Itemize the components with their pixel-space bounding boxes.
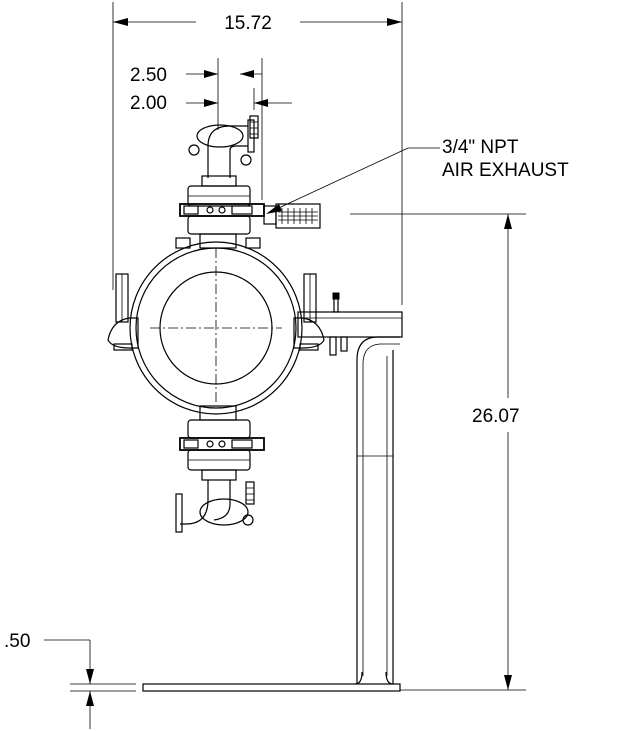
dim-label-overall-height: 26.07: [472, 406, 520, 427]
callout-air-exhaust: 3/4" NPT AIR EXHAUST: [266, 137, 569, 214]
dim-overall-width: 15.72: [112, 2, 403, 305]
dim-base-thickness: .50: [4, 631, 136, 729]
callout-line-1: 3/4" NPT: [442, 137, 519, 158]
dim-label-port-outer: 2.50: [130, 65, 167, 86]
dim-label-base-thickness: .50: [4, 631, 30, 652]
dim-label-overall-width: 15.72: [224, 13, 272, 34]
callout-line-2: AIR EXHAUST: [442, 160, 569, 181]
dim-overall-height: 26.07: [350, 213, 526, 691]
support-stand: [142, 292, 403, 692]
dim-port-offsets: 2.50 2.00: [130, 58, 292, 200]
pump-assembly: [107, 115, 325, 533]
dim-label-port-inner: 2.00: [130, 93, 167, 114]
base-plate: [142, 683, 401, 692]
